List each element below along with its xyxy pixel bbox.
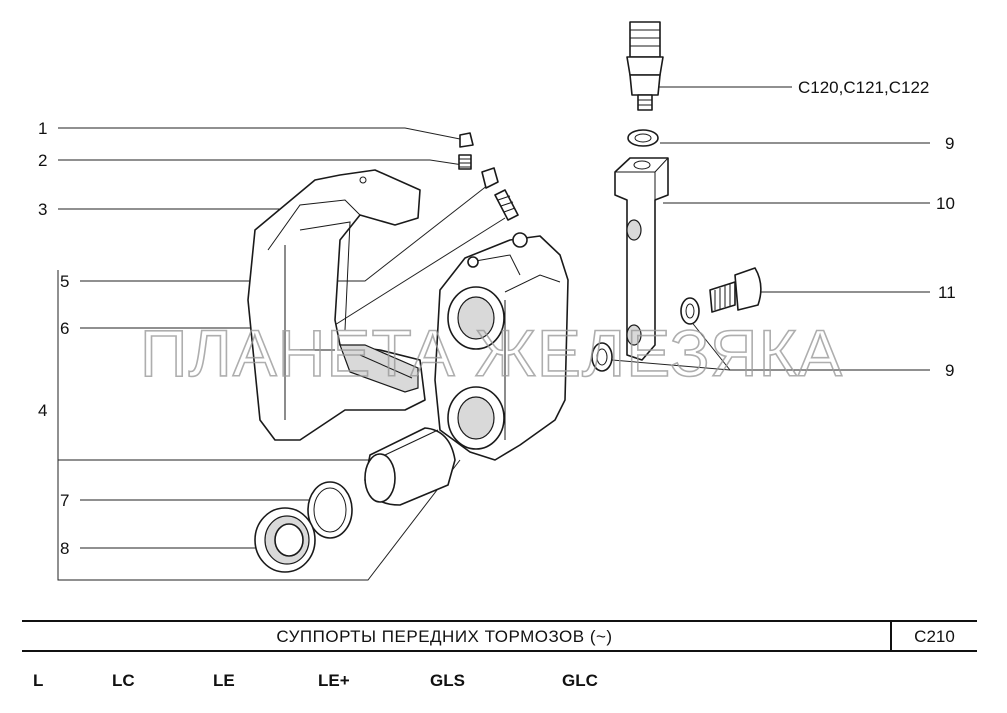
hollow-bolt [709, 267, 762, 313]
callout-labels: 1 2 3 5 6 4 7 8 С120,С121,С122 9 10 11 9 [38, 78, 956, 558]
watermark: ПЛАНЕТА ЖЕЛЕЗЯКА [140, 316, 843, 390]
callout-3: 3 [38, 200, 47, 219]
banjo-adapter [614, 157, 669, 361]
callout-7: 7 [60, 491, 69, 510]
title-divider [890, 622, 892, 650]
washer-lower [591, 297, 700, 372]
variant-glc: GLC [562, 671, 598, 690]
callout-9-upper: 9 [945, 134, 954, 153]
callout-9-lower: 9 [945, 361, 954, 380]
caliper-housing [434, 232, 569, 461]
variant-le: LE [213, 671, 235, 690]
diagram-title: СУППОРТЫ ПЕРЕДНИХ ТОРМОЗОВ (~) [276, 627, 613, 646]
callout-1: 1 [38, 119, 47, 138]
callout-11: 11 [938, 283, 956, 302]
variant-le-plus: LE+ [318, 671, 350, 690]
callout-8: 8 [60, 539, 69, 558]
callout-5: 5 [60, 272, 69, 291]
brake-caliper-diagram: 1 2 3 5 6 4 7 8 С120,С121,С122 9 10 11 9… [38, 21, 956, 581]
callout-2: 2 [38, 151, 47, 170]
dust-boot [254, 507, 316, 573]
caliper-bracket [247, 169, 426, 441]
variant-gls: GLS [430, 671, 465, 690]
diagram-code: С210 [914, 627, 955, 646]
callout-10: 10 [936, 194, 955, 213]
small-fittings [458, 132, 519, 221]
variant-lc: LC [112, 671, 135, 690]
seal-ring [307, 481, 353, 539]
variant-l: L [33, 671, 44, 690]
title-block: СУППОРТЫ ПЕРЕДНИХ ТОРМОЗОВ (~) С210 [22, 620, 977, 652]
piston [364, 427, 456, 506]
sensor-fitting [626, 21, 664, 111]
callout-6: 6 [60, 319, 69, 338]
callout-sensor: С120,С121,С122 [798, 78, 929, 97]
callout-4: 4 [38, 401, 47, 420]
washer-upper [627, 129, 659, 147]
